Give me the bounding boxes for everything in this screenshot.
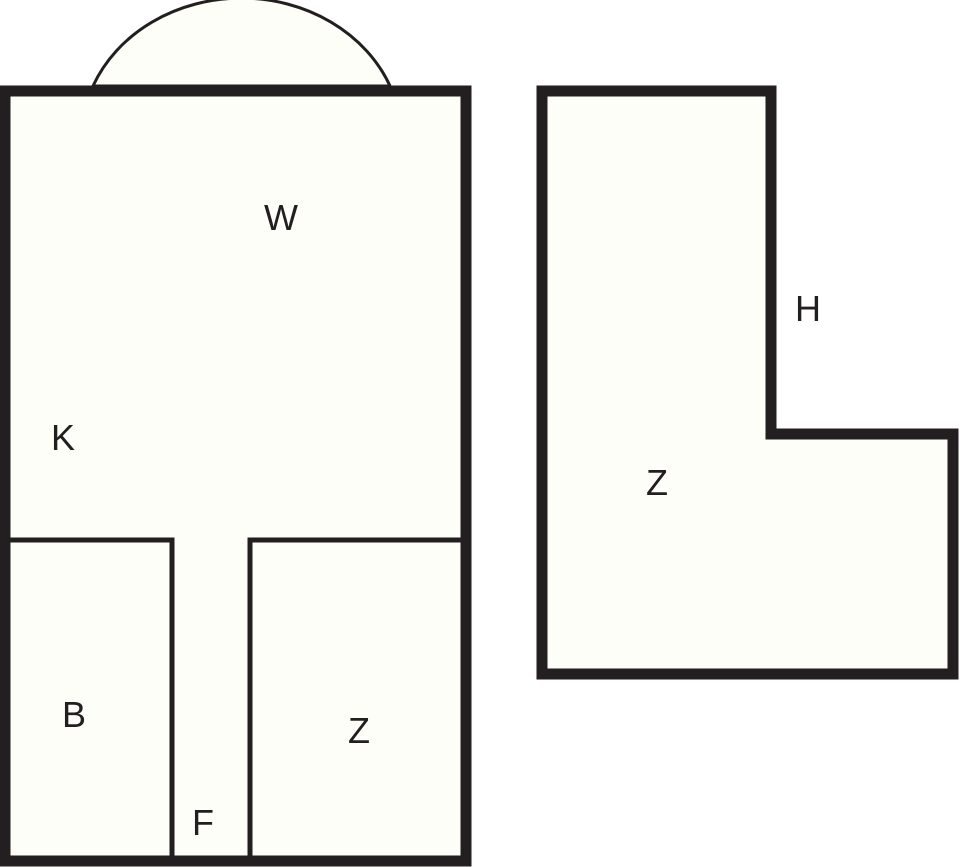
room-label-f: F xyxy=(192,802,214,843)
bay-window xyxy=(90,0,393,88)
right-building-floor xyxy=(542,91,953,674)
room-b-wall xyxy=(5,537,175,864)
room-label-w: W xyxy=(264,197,298,238)
left-building-outer-wall xyxy=(0,85,472,867)
right-building-outer-wall xyxy=(536,85,959,680)
left-floor-plan: W K B F Z xyxy=(0,0,472,867)
room-label-b: B xyxy=(62,694,86,735)
right-floor-plan: H Z xyxy=(536,85,959,680)
room-label-z-right: Z xyxy=(646,462,668,503)
room-label-h: H xyxy=(795,288,821,329)
room-label-z-left: Z xyxy=(348,710,370,751)
room-label-k: K xyxy=(51,417,75,458)
room-z-wall xyxy=(247,537,465,864)
left-building-floor xyxy=(5,91,466,861)
